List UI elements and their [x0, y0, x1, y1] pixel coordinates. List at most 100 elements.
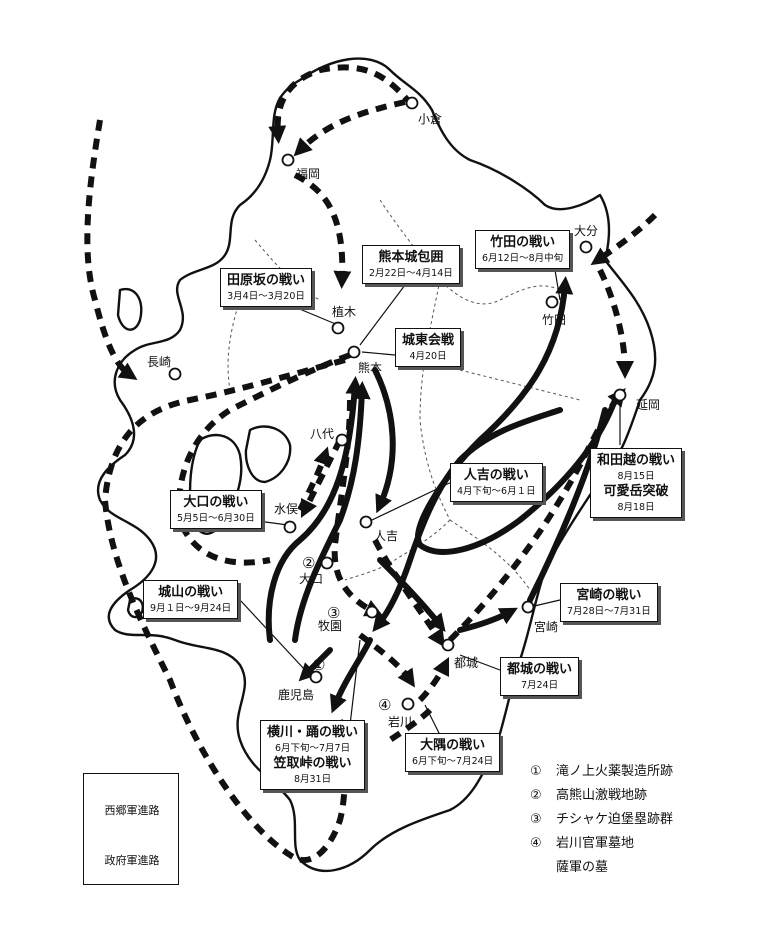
battle-title: 田原坂の戦い	[227, 273, 306, 288]
leader-line	[361, 351, 396, 356]
government-route	[300, 438, 343, 519]
battle-miyazaki: 宮崎の戦い 7月28日～7月31日	[560, 583, 658, 622]
site-name: 高熊山激戦地跡	[556, 788, 648, 803]
city-label-miyazaki: 宮崎	[534, 619, 558, 634]
battle-dates: 6月下旬～7月24日	[412, 756, 494, 767]
battle-wadagoe: 和田越の戦い 8月15日 可愛岳突破 8月18日	[590, 448, 683, 518]
government-route	[447, 387, 626, 643]
prefecture-border	[344, 519, 451, 581]
site-marker-3: ③	[327, 604, 340, 622]
battle-okuchi: 大口の戦い 5月5日～6月30日	[170, 490, 262, 529]
site-name: 岩川官軍墓地	[556, 836, 635, 851]
government-route	[590, 212, 658, 266]
saigo-route	[457, 607, 518, 633]
government-route	[268, 64, 415, 144]
city-marker-miyakonojo	[441, 638, 455, 652]
city-marker-nagasaki	[168, 367, 182, 381]
government-route	[293, 99, 406, 157]
battle-title-2: 笠取峠の戦い	[273, 756, 352, 771]
site-marker-4: ④	[378, 696, 391, 714]
saigo-route	[298, 647, 333, 682]
battle-title: 宮崎の戦い	[576, 588, 642, 603]
city-marker-yatsushiro	[335, 433, 349, 447]
battle-tabaruzaka: 田原坂の戦い 3月4日～3月20日	[220, 268, 313, 307]
map-legend: 西郷軍進路 政府軍進路	[83, 773, 179, 885]
goto-island	[116, 287, 143, 331]
battle-kumamoto-siege: 熊本城包囲 2月22日～4月14日	[362, 245, 460, 284]
city-marker-nobeoka	[613, 388, 627, 402]
city-marker-taketa	[545, 295, 559, 309]
battle-dates-2: 8月31日	[293, 774, 332, 785]
prefecture-border	[419, 279, 451, 521]
battle-title: 竹田の戦い	[490, 235, 556, 250]
battle-dates: 5月5日～6月30日	[177, 513, 255, 524]
leader-line	[459, 654, 501, 671]
battle-dates: 2月22日～4月14日	[369, 268, 453, 279]
city-label-miyakonojo: 都城	[454, 656, 478, 670]
site-number: ④	[530, 836, 542, 851]
city-label-kokura: 小倉	[418, 111, 442, 126]
leader-line	[529, 599, 561, 608]
city-label-iwagawa: 岩川	[388, 714, 412, 729]
city-label-kumamoto: 熊本	[358, 360, 382, 375]
leader-line	[371, 477, 461, 521]
battle-castle-east: 城東会戦 4月20日	[395, 328, 462, 367]
leader-line	[349, 639, 361, 726]
battle-dates: 3月4日～3月20日	[227, 291, 305, 302]
city-label-oita: 大分	[574, 224, 598, 238]
battle-title: 和田越の戦い	[597, 453, 676, 468]
site-item: 薩軍の墓	[530, 856, 673, 880]
city-marker-oita	[579, 240, 593, 254]
site-name: 薩軍の墓	[556, 860, 609, 875]
city-label-okuchi: 大口	[299, 572, 323, 586]
government-route	[176, 352, 352, 566]
city-label-nagasaki: 長崎	[147, 355, 171, 369]
battle-title: 熊本城包囲	[378, 250, 444, 265]
city-marker-hitoyoshi	[359, 515, 373, 529]
city-marker-miyazaki	[521, 600, 535, 614]
battle-miyakonojo: 都城の戦い 7月24日	[500, 657, 580, 696]
saigo-route	[527, 407, 608, 603]
government-route	[417, 656, 450, 703]
saigo-route	[372, 367, 396, 514]
site-item: ③ チシャケ迫堡塁跡群	[530, 808, 673, 832]
leader-line	[359, 284, 406, 346]
battle-dates: 7月24日	[520, 680, 559, 691]
battle-yokogawa: 横川・踊の戦い 6月下旬～7月7日 笠取峠の戦い 8月31日	[260, 720, 366, 790]
city-marker-okuchi	[320, 556, 334, 570]
city-label-nobeoka: 延岡	[636, 398, 660, 412]
site-item: ④ 岩川官軍墓地	[530, 832, 673, 856]
site-name: 滝ノ上火薬製造所跡	[556, 764, 674, 779]
saigo-route	[265, 376, 364, 643]
site-name: チシャケ迫堡塁跡群	[556, 812, 674, 827]
city-label-hitoyoshi: 人吉	[374, 529, 398, 543]
saigo-route	[415, 276, 618, 555]
site-number: ③	[530, 812, 542, 827]
city-marker-makizono	[365, 605, 379, 619]
amakusa-island-2	[244, 425, 292, 484]
battle-dates: 6月12日～8月中旬	[482, 253, 564, 264]
government-route	[597, 268, 634, 379]
battle-title: 大口の戦い	[183, 495, 249, 510]
leader-line	[424, 704, 441, 736]
kyushu-coastline	[96, 57, 657, 873]
saigo-route	[377, 557, 446, 633]
city-label-yatsushiro: 八代	[310, 427, 334, 441]
city-label-taketa: 竹田	[542, 313, 566, 327]
battle-dates: 6月下旬～7月7日	[274, 743, 351, 754]
battle-dates-2: 8月18日	[617, 502, 655, 513]
battle-shiroyama: 城山の戦い 9月１日～9月24日	[143, 580, 239, 619]
government-route	[297, 446, 331, 512]
leader-line	[289, 304, 339, 326]
battle-dates: 8月15日	[617, 471, 655, 482]
saigo-route	[292, 381, 371, 643]
battle-dates: 4月20日	[409, 351, 447, 362]
site-marker-1: ①	[312, 656, 325, 674]
battle-title: 横川・踊の戦い	[267, 725, 359, 740]
battle-title: 城東会戦	[402, 333, 455, 348]
leader-line	[239, 599, 306, 671]
city-label-fukuoka: 福岡	[296, 166, 320, 181]
battle-title: 大隅の戦い	[420, 738, 486, 753]
